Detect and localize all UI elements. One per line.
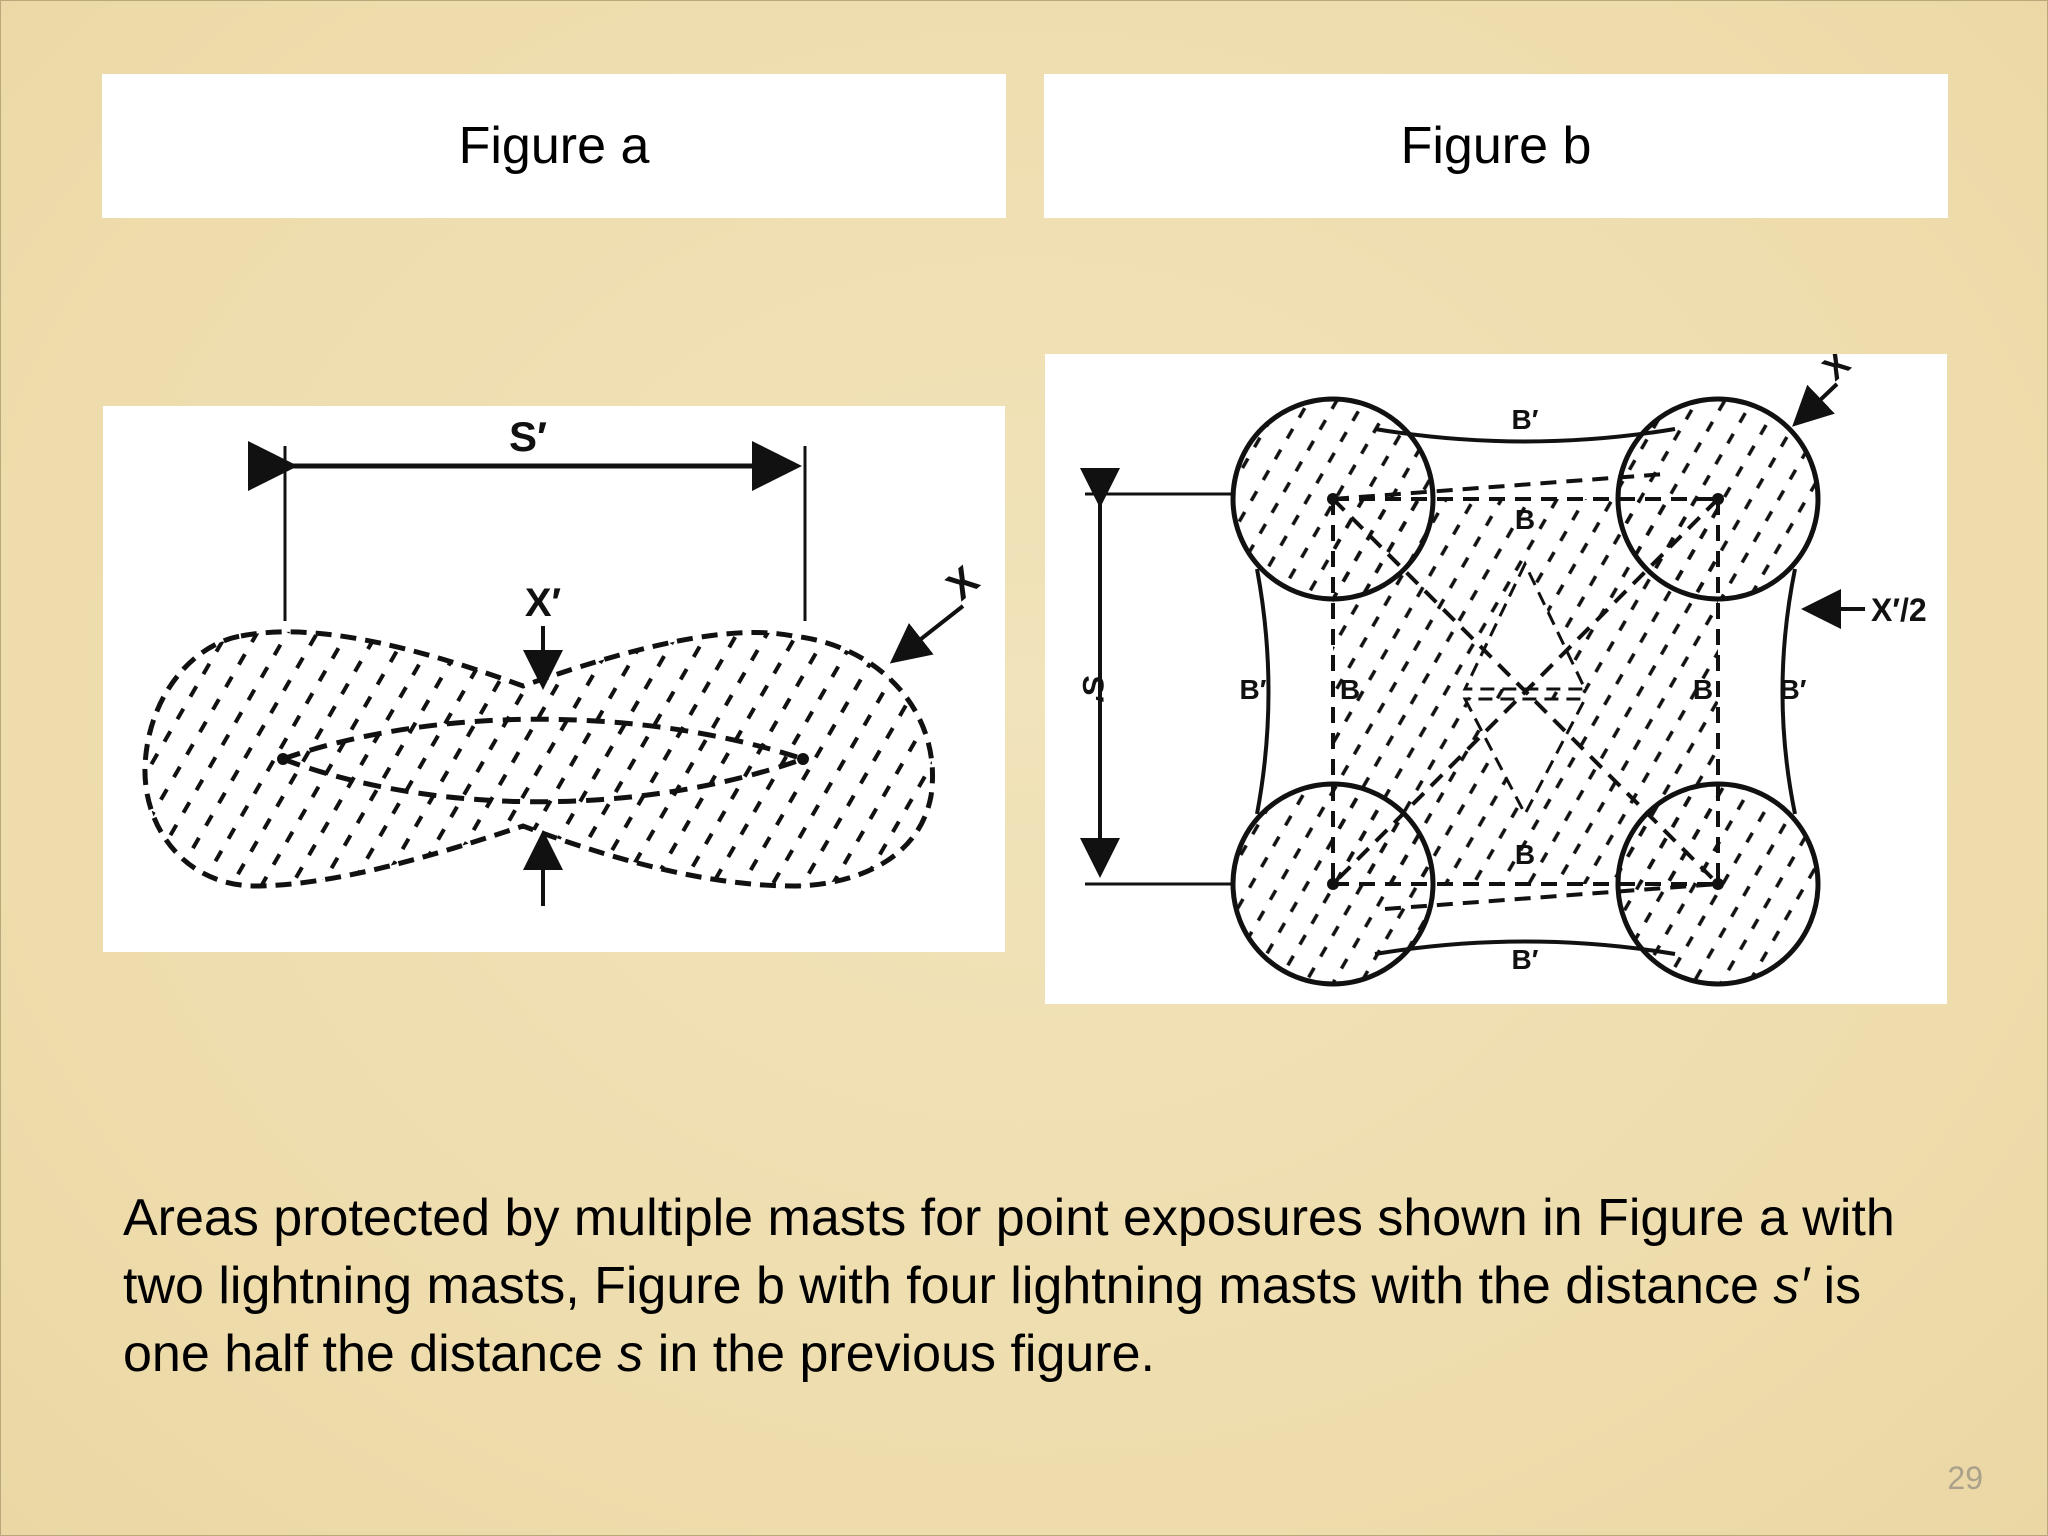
figure-b-svg: S′ X X′/2 B′ B′ B′ B′ B B B B [1076,354,1927,987]
caption-text: Areas protected by multiple masts for po… [123,1184,1943,1388]
figure-a-radius-label: X [939,558,988,609]
figure-b-bprime-left: B′ [1240,674,1267,705]
page-number: 29 [1947,1460,1983,1496]
figure-a-spacing-label: S′ [509,413,547,460]
mast-a-right [797,753,809,765]
figure-b-b-left: B [1340,674,1360,705]
figure-a-diagram: S′ X′ X [103,406,1005,952]
figure-b-half-width-label: X′/2 [1871,592,1927,628]
caption-s-prime: s′ [1773,1257,1810,1315]
caption-part-2: is one half the distance [123,1257,1862,1383]
figure-a-svg: S′ X′ X [142,413,988,906]
figure-b-bprime-bottom: B′ [1512,944,1539,975]
figure-a-title-box: Figure a [102,74,1006,218]
figure-b-b-right: B [1693,674,1713,705]
figure-b-b-bottom: B [1515,839,1535,870]
figure-b-diagram: S′ X X′/2 B′ B′ B′ B′ B B B B [1045,354,1947,1004]
figure-b-title-box: Figure b [1044,74,1948,218]
figure-b-protected-zone [1230,396,1821,987]
figure-b-title: Figure b [1400,117,1592,175]
figure-a-zone-width-label: X′ [525,581,561,625]
figure-b-spacing-label: S′ [1076,675,1109,702]
caption-part-1: Areas protected by multiple masts for po… [123,1189,1895,1315]
caption-s: s [617,1325,644,1383]
figure-a-title: Figure a [458,117,650,175]
figure-b-b-top: B [1515,504,1535,535]
figure-b-bprime-right: B′ [1780,674,1807,705]
figure-b-radius-label: X [1816,354,1858,388]
figure-b-bprime-top: B′ [1512,404,1539,435]
caption-part-3: in the previous figure. [643,1325,1155,1383]
figure-a-protected-zone [142,629,935,889]
